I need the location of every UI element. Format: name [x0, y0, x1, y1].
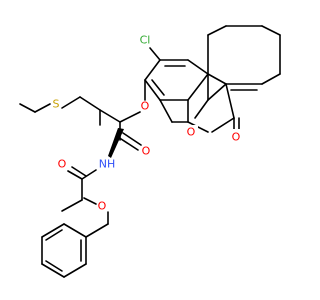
cyclohexene-ring [207, 25, 281, 91]
atom-cl: Cl [140, 34, 151, 47]
molecule-structure-diagram: O O Cl O O S NH O O [19, 25, 281, 278]
atom-o-carbamate-ether: O [98, 200, 107, 213]
benzyl-phenyl-ring [41, 223, 87, 278]
stereo-wedge-bond [108, 128, 124, 158]
atom-o-ester-carbonyl: O [142, 145, 151, 158]
benzene-ring-core [144, 47, 209, 123]
atom-o-ester: O [141, 100, 150, 113]
carbamate-group [61, 166, 97, 212]
atom-o-ring: O [187, 126, 196, 139]
atom-o-carbamate-carbonyl: O [58, 158, 67, 171]
methionine-side-chain [19, 96, 101, 126]
atom-s: S [53, 98, 60, 111]
pyranone-ring [187, 73, 240, 133]
atom-o-lactone-carbonyl: O [232, 131, 241, 144]
atom-nh: NH [99, 158, 116, 171]
ester-linkage [99, 79, 146, 151]
